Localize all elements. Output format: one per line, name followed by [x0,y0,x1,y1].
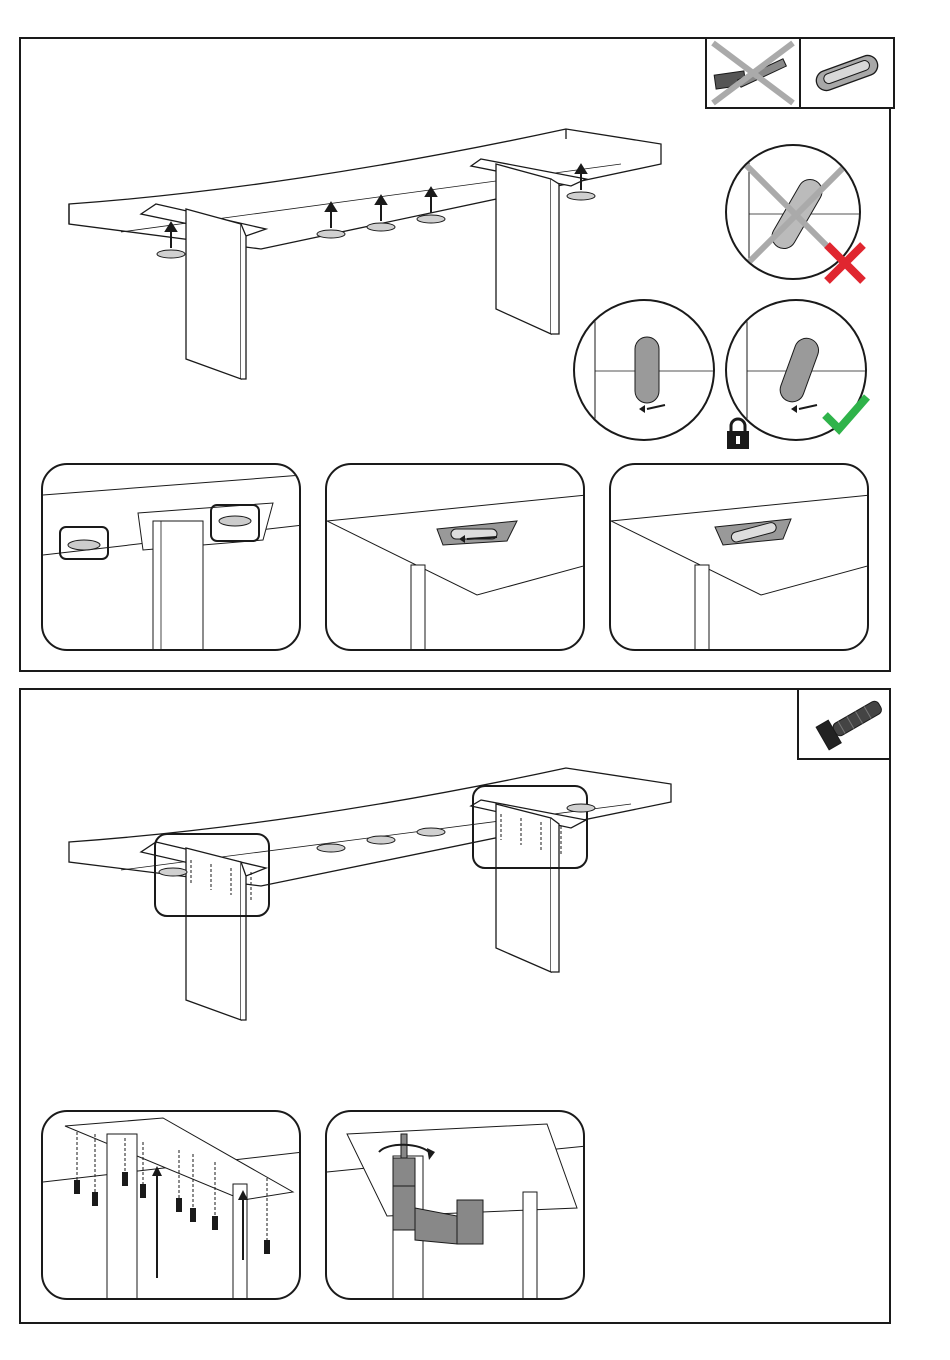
before-rotation-callout [573,299,715,441]
table-screw-assembly-illustration [61,750,681,1030]
detail-insert-fitting [325,463,585,651]
padlock-icon [725,417,751,451]
parts-hint-box [705,37,895,109]
detail-locate-fittings [41,463,301,651]
screw-hint-box [797,688,891,760]
step-1-panel [19,37,891,672]
countersunk-screw-icon [799,690,893,760]
step-2-panel [19,688,891,1324]
detail-screws-align [41,1110,301,1300]
no-hammer-icon [707,39,801,107]
ok-checkmark-icon [821,391,871,437]
detail-drill-screws [325,1110,585,1300]
detail-fitting-locked [609,463,869,651]
wrong-mark-icon [821,239,869,287]
cam-lock-fitting-icon [801,39,893,107]
